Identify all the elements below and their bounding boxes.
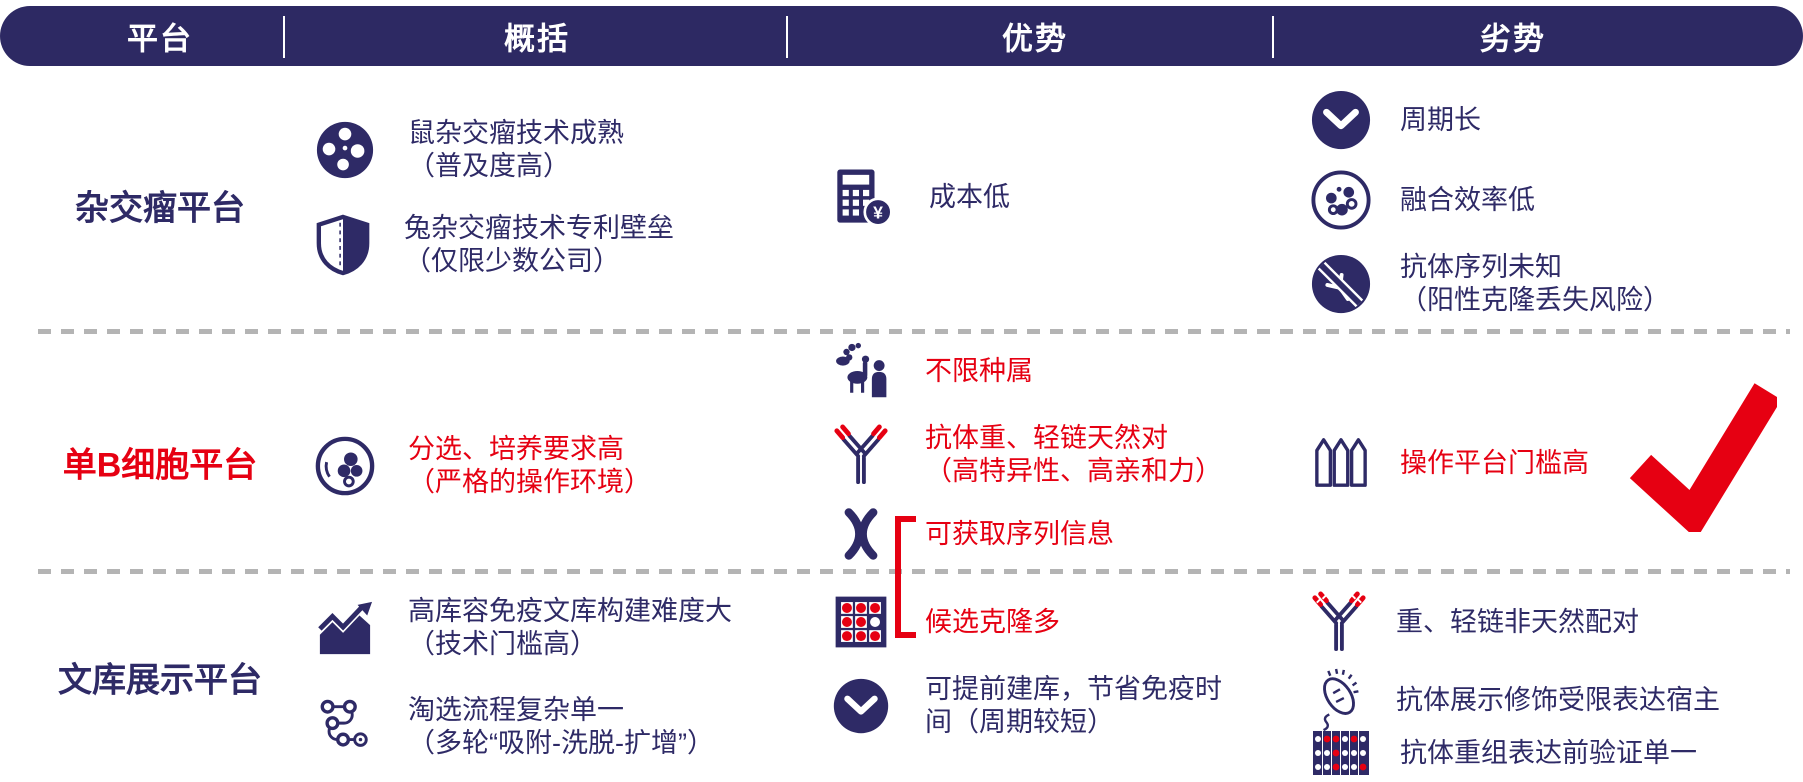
item-line: 抗体序列未知: [1400, 252, 1562, 282]
hybridoma-overview-item-1: 鼠杂交瘤技术成熟 （普及度高）: [314, 117, 624, 183]
no-antibody-icon: [1310, 253, 1372, 315]
clone-grid-icon: [832, 593, 890, 651]
item-line: 操作平台门槛高: [1400, 447, 1589, 478]
item-line: 周期长: [1400, 104, 1481, 135]
red-bracket: [895, 516, 916, 638]
item-line: 鼠杂交瘤技术成熟: [408, 118, 624, 148]
item-line: 不限种属: [925, 355, 1033, 386]
item-line: 兔杂交瘤技术专利壁垒: [404, 213, 674, 243]
clock-icon: [832, 677, 890, 735]
item-line: 可获取序列信息: [925, 518, 1114, 549]
red-checkmark-icon: [1627, 380, 1782, 540]
single-bcell-disadvantage-item-1: 操作平台门槛高: [1310, 435, 1589, 491]
single-bcell-advantage-item-1: 不限种属: [832, 340, 1033, 402]
row-divider-dashed: [38, 329, 1790, 334]
header-col-advantages: 优势: [1002, 21, 1068, 57]
hybridoma-disadvantage-item-1: 周期长: [1310, 89, 1481, 151]
cell-reel-icon: [314, 119, 376, 181]
fusion-cells-icon: [1310, 169, 1372, 231]
item-line: 淘选流程复杂单一: [408, 695, 624, 725]
library-disadvantage-item-1: 重、轻链非天然配对: [1310, 590, 1639, 654]
species-icon: [832, 340, 890, 402]
library-disadvantage-item-3: 抗体重组表达前验证单一: [1310, 729, 1697, 777]
microplate-icon: [1310, 729, 1372, 777]
header-divider: [786, 16, 788, 58]
platform-label-single-bcell: 单B细胞平台: [62, 446, 258, 485]
item-line: （严格的操作环境）: [408, 467, 651, 497]
item-line: （阳性克隆丢失风险）: [1400, 285, 1670, 315]
item-line: （高特异性、高亲和力）: [925, 456, 1222, 486]
cell-sorting-icon: [314, 435, 376, 497]
item-line: 重、轻链非天然配对: [1396, 606, 1639, 637]
row-divider-dashed: [38, 569, 1790, 574]
antibody-icon: [832, 423, 890, 487]
item-line: 分选、培养要求高: [408, 434, 624, 464]
item-line: 候选克隆多: [925, 606, 1060, 637]
hybridoma-disadvantage-item-3: 抗体序列未知 （阳性克隆丢失风险）: [1310, 251, 1670, 317]
header-bar: 平台 概括 优势 劣势: [0, 6, 1803, 66]
item-line: （多轮“吸附-洗脱-扩增”）: [408, 728, 714, 758]
svg-text:¥: ¥: [873, 202, 883, 222]
item-line: 高库容免疫文库构建难度大: [408, 596, 732, 626]
item-line: （仅限少数公司）: [404, 246, 620, 276]
header-divider: [1272, 16, 1274, 58]
shield-icon: [314, 214, 372, 276]
library-advantage-item-1: 候选克隆多: [832, 593, 1060, 651]
hybridoma-overview-item-2: 兔杂交瘤技术专利壁垒 （仅限少数公司）: [314, 212, 674, 278]
item-line: 抗体展示修饰受限表达宿主: [1396, 684, 1720, 715]
item-line: 融合效率低: [1400, 184, 1535, 215]
item-line: 抗体重组表达前验证单一: [1400, 737, 1697, 768]
bacteria-icon: [1310, 668, 1368, 732]
fence-icon: [1310, 435, 1372, 491]
header-divider: [283, 16, 285, 58]
single-bcell-advantage-item-2: 抗体重、轻链天然对 （高特异性、高亲和力）: [832, 422, 1222, 488]
library-overview-item-1: 高库容免疫文库构建难度大 （技术门槛高）: [314, 595, 732, 661]
platform-label-hybridoma: 杂交瘤平台: [75, 189, 245, 228]
item-line: （普及度高）: [408, 151, 570, 181]
item-line: （技术门槛高）: [408, 629, 597, 659]
chromosome-icon: [832, 504, 890, 564]
hybridoma-advantage-item-1: ¥ 成本低: [832, 167, 1010, 227]
header-col-disadvantages: 劣势: [1480, 21, 1546, 57]
calculator-yen-icon: ¥: [832, 167, 894, 227]
item-line: 间（周期较短）: [925, 707, 1114, 737]
item-line: 抗体重、轻链天然对: [925, 423, 1168, 453]
platform-label-library: 文库展示平台: [58, 661, 262, 700]
panning-flow-icon: [314, 698, 376, 756]
header-col-platform: 平台: [127, 21, 193, 57]
item-line: 可提前建库，节省免疫时: [925, 674, 1222, 704]
single-bcell-overview-item-1: 分选、培养要求高 （严格的操作环境）: [314, 433, 651, 499]
antibody-striped-icon: [1310, 590, 1368, 654]
header-col-overview: 概括: [504, 21, 570, 57]
single-bcell-advantage-item-3: 可获取序列信息: [832, 504, 1114, 564]
library-disadvantage-item-2: 抗体展示修饰受限表达宿主: [1310, 668, 1720, 732]
item-line: 成本低: [929, 181, 1010, 212]
library-chart-icon: [314, 600, 376, 656]
clock-icon: [1310, 89, 1372, 151]
library-advantage-item-2: 可提前建库，节省免疫时 间（周期较短）: [832, 673, 1222, 739]
hybridoma-disadvantage-item-2: 融合效率低: [1310, 169, 1535, 231]
library-overview-item-2: 淘选流程复杂单一 （多轮“吸附-洗脱-扩增”）: [314, 694, 714, 760]
